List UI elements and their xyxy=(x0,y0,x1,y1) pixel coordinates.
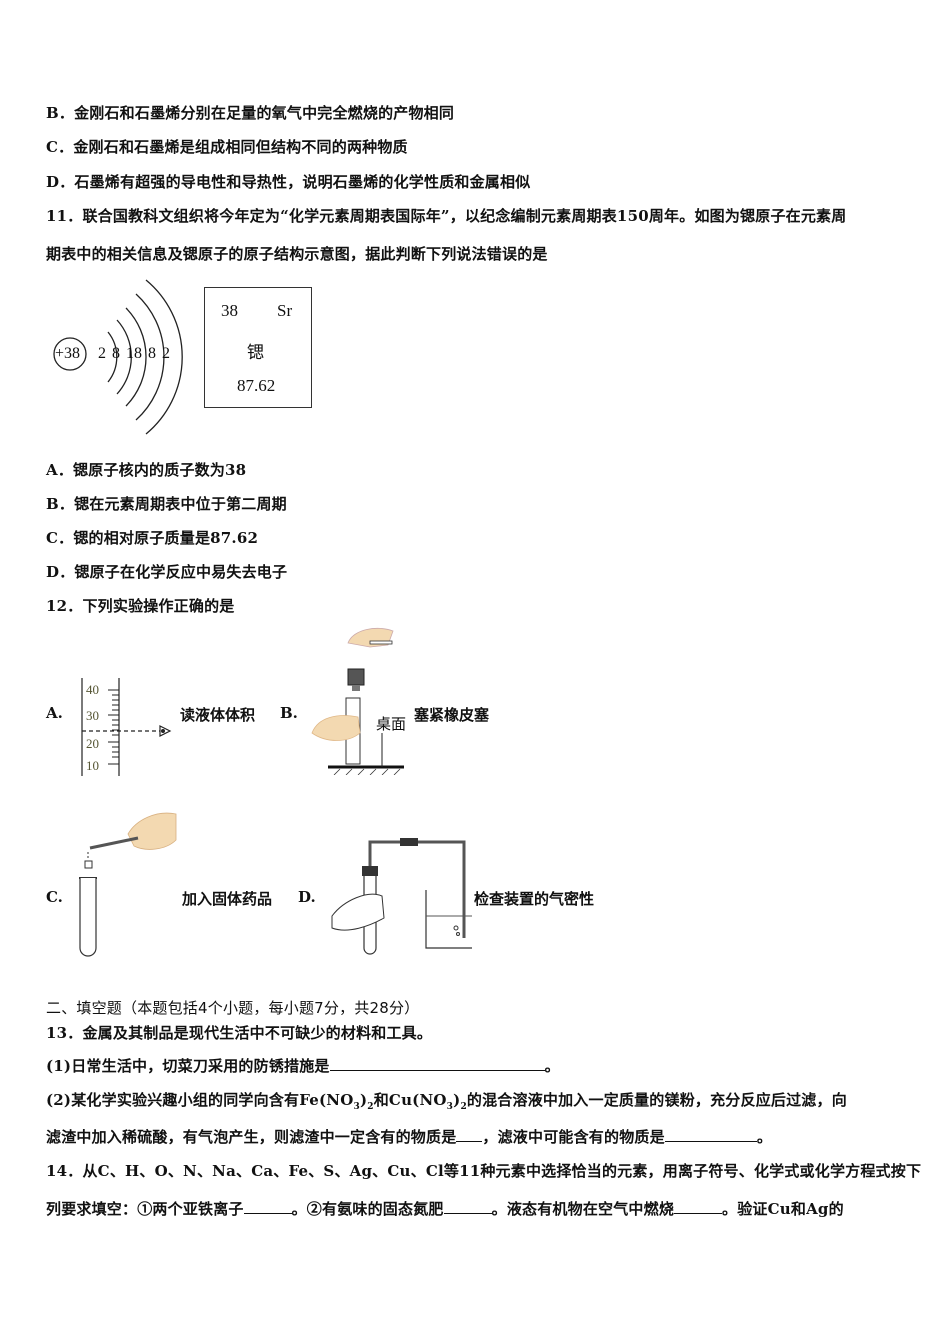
atomic-number: 38 xyxy=(221,301,238,320)
atom-structure-diagram: +38 2 8 18 8 2 xyxy=(50,272,190,437)
answer-blank[interactable] xyxy=(329,1056,545,1071)
test-tube-on-desk-icon xyxy=(311,627,404,776)
electron-shells-icon xyxy=(53,279,183,435)
airtightness-figure xyxy=(330,830,479,960)
q10-option-b: B．金刚石和石墨烯分别在足量的氧气中完全燃烧的产物相同 xyxy=(46,104,455,122)
test-tube-beaker-apparatus-icon xyxy=(331,838,479,955)
element-card-sr: 38 Sr 锶 87.62 xyxy=(204,287,312,408)
q14-line2: 列要求填空：①两个亚铁离子。②有氨味的固态氮肥。液态有机物在空气中燃烧。验证Cu… xyxy=(46,1199,844,1218)
q12-b-letter: B. xyxy=(280,704,298,722)
element-symbol: Sr xyxy=(277,301,293,320)
graduated-cylinder-icon xyxy=(81,678,172,776)
q12-d-caption: 检查装置的气密性 xyxy=(474,890,595,908)
q12-c-letter: C. xyxy=(46,888,63,906)
atomic-mass: 87.62 xyxy=(237,376,276,395)
q11-option-b: B．锶在元素周期表中位于第二周期 xyxy=(46,495,287,513)
q11-stem-line2: 期表中的相关信息及锶原子的原子结构示意图，据此判断下列说法错误的是 xyxy=(46,245,548,263)
q13-stem: 13．金属及其制品是现代生活中不可缺少的材料和工具。 xyxy=(46,1024,433,1042)
q13-part2-line1: (2)某化学实验兴趣小组的同学向含有Fe(NO3)2和Cu(NO3)2的混合溶液… xyxy=(46,1091,847,1112)
q12-c-caption: 加入固体药品 xyxy=(182,890,273,908)
q11-option-a: A．锶原子核内的质子数为38 xyxy=(46,461,247,479)
q14-line1: 14．从C、H、O、N、Na、Ca、Fe、S、Ag、Cu、Cl等11种元素中选择… xyxy=(46,1162,922,1180)
q10-option-d: D．石墨烯有超强的导电性和导热性，说明石墨烯的化学性质和金属相似 xyxy=(46,173,531,191)
element-name: 锶 xyxy=(247,343,264,362)
q13-part1: (1)日常生活中，切菜刀采用的防锈措施是。 xyxy=(46,1056,560,1075)
nucleus-charge: +38 xyxy=(55,345,81,362)
answer-blank[interactable] xyxy=(456,1127,483,1142)
q13-part2-line2: 滤渣中加入稀硫酸，有气泡产生，则滤渣中一定含有的物质是，滤液中可能含有的物质是。 xyxy=(46,1127,773,1146)
q11-option-c: C．锶的相对原子质量是87.62 xyxy=(46,529,259,547)
q12-a-caption: 读液体体积 xyxy=(180,706,256,724)
graduated-cylinder-figure: 40 30 20 10 xyxy=(78,678,178,778)
desk-label: 桌面 xyxy=(376,715,407,733)
tweezers-test-tube-icon xyxy=(79,812,177,957)
shell-electrons: 2 8 18 8 2 xyxy=(98,345,170,362)
q12-d-letter: D. xyxy=(298,888,316,906)
q12-a-letter: A. xyxy=(46,704,63,722)
answer-blank[interactable] xyxy=(674,1199,723,1214)
answer-blank[interactable] xyxy=(443,1199,492,1214)
q12-stem: 12．下列实验操作正确的是 xyxy=(46,597,235,615)
answer-blank[interactable] xyxy=(664,1127,757,1142)
q10-option-c: C．金刚石和石墨烯是组成相同但结构不同的两种物质 xyxy=(46,138,408,156)
q11-option-d: D．锶原子在化学反应中易失去电子 xyxy=(46,563,288,581)
answer-blank[interactable] xyxy=(243,1199,292,1214)
q12-b-caption: 塞紧橡皮塞 xyxy=(414,706,490,724)
add-solid-figure xyxy=(76,808,186,958)
section-heading: 二、填空题（本题包括4个小题，每小题7分，共28分） xyxy=(46,999,420,1017)
q11-stem-line1: 11．联合国教科文组织将今年定为“化学元素周期表国际年”，以纪念编制元素周期表1… xyxy=(46,207,847,225)
stopper-test-tube-figure: 桌面 xyxy=(308,625,408,776)
